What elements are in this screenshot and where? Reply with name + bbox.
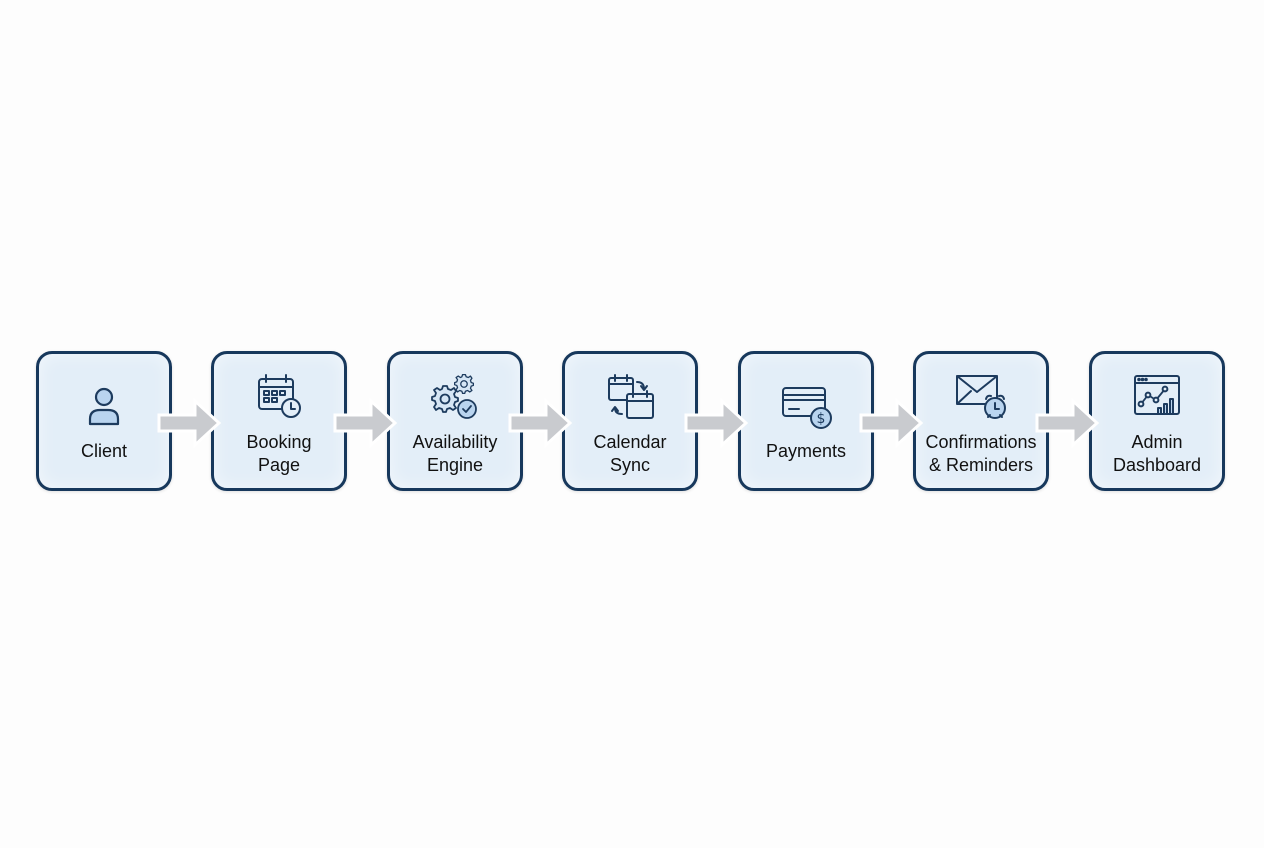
node-label: Payments	[735, 440, 877, 463]
arrow-confirmations-to-admin-dashboard	[1035, 397, 1100, 449]
node-label: Calendar Sync	[559, 431, 701, 477]
label-line: Admin	[1131, 432, 1183, 452]
gears-check-icon	[427, 372, 483, 424]
node-label: Booking Page	[208, 431, 350, 477]
label-line: Availability	[412, 432, 498, 452]
node-admin-dashboard: Admin Dashboard	[1089, 351, 1225, 491]
node-calendar-sync: Calendar Sync	[562, 351, 698, 491]
node-client: Client	[36, 351, 172, 491]
credit-card-dollar-icon: $	[778, 382, 834, 434]
arrow-calendar-sync-to-payments	[684, 397, 749, 449]
label-line: Sync	[609, 455, 651, 475]
arrow-booking-page-to-availability-engine	[333, 397, 398, 449]
node-payments: $ Payments	[738, 351, 874, 491]
node-label: Availability Engine	[384, 431, 526, 477]
label-line: & Reminders	[928, 455, 1034, 475]
node-label: Confirmations & Reminders	[910, 431, 1052, 477]
calendar-clock-icon	[251, 372, 307, 424]
node-availability-engine: Availability Engine	[387, 351, 523, 491]
node-booking-page: Booking Page	[211, 351, 347, 491]
label-line: Calendar	[593, 432, 667, 452]
node-label: Client	[33, 440, 175, 463]
envelope-alarm-icon	[953, 372, 1009, 424]
arrow-availability-engine-to-calendar-sync	[508, 397, 573, 449]
label-line: Engine	[426, 455, 484, 475]
label-line: Confirmations	[925, 432, 1037, 452]
label-line: Client	[80, 441, 128, 461]
arrow-client-to-booking-page	[157, 397, 222, 449]
label-line: Payments	[765, 441, 847, 461]
calendar-sync-icon	[602, 372, 658, 424]
label-line: Page	[257, 455, 301, 475]
node-confirmations-reminders: Confirmations & Reminders	[913, 351, 1049, 491]
dashboard-chart-icon	[1129, 372, 1185, 424]
node-label: Admin Dashboard	[1086, 431, 1228, 477]
user-icon	[76, 382, 132, 434]
arrow-payments-to-confirmations	[859, 397, 924, 449]
label-line: Dashboard	[1112, 455, 1202, 475]
svg-text:$: $	[817, 411, 826, 427]
label-line: Booking	[246, 432, 312, 452]
